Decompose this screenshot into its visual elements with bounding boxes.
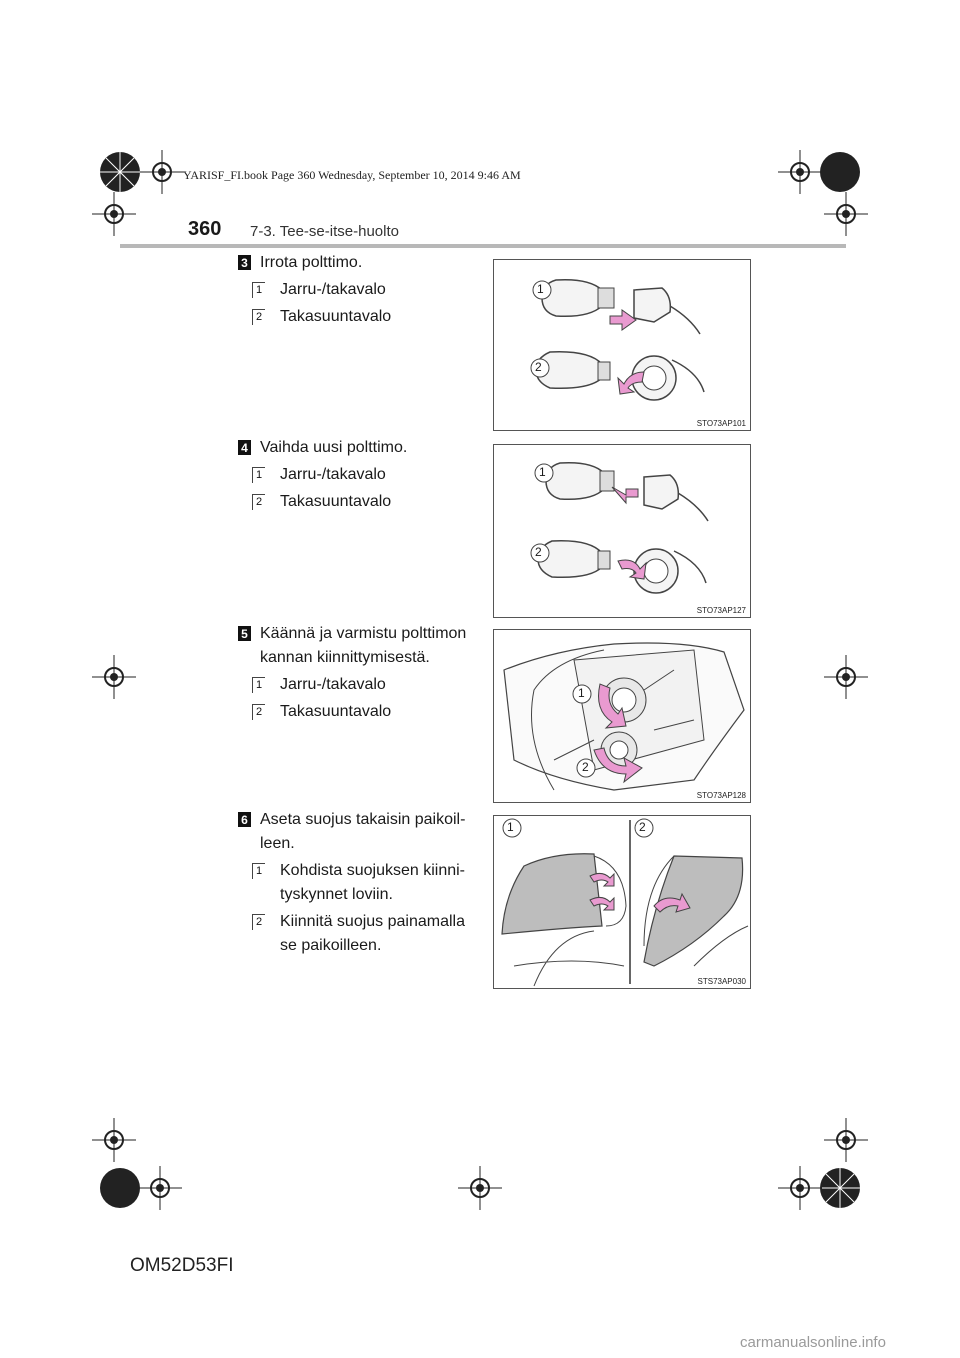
step-number-box: 5	[238, 626, 251, 641]
crosshair-mark-bottom-1	[138, 1166, 182, 1210]
registration-mark-top-left	[98, 150, 142, 194]
item-badge: 2	[252, 704, 265, 720]
crosshair-mark-top-2	[778, 150, 822, 194]
figure-code: STO73AP127	[696, 606, 746, 615]
item-text: Takasuuntavalo	[280, 703, 392, 720]
figure-code: STO73AP101	[696, 419, 746, 428]
item-badge: 1	[252, 467, 265, 483]
crosshair-mark-bottom-center	[458, 1166, 502, 1210]
crosshair-mark-right-top	[824, 192, 868, 236]
figure-callout: 2	[535, 545, 542, 559]
item-text: Takasuuntavalo	[280, 493, 392, 510]
item-badge: 1	[252, 282, 265, 298]
figure-callout: 2	[535, 360, 542, 374]
crosshair-mark-bottom-2	[778, 1166, 822, 1210]
item-text-line: Kohdista suojuksen kiinni-	[280, 862, 465, 879]
item-text-line: Kiinnitä suojus painamalla	[280, 913, 465, 930]
figure-callout: 1	[539, 465, 546, 479]
section-title: 7-3. Tee-se-itse-huolto	[250, 223, 399, 240]
step-number-box: 6	[238, 812, 251, 827]
figure-callout: 1	[537, 282, 544, 296]
step-instruction: Irrota polttimo.	[260, 254, 363, 271]
step-instruction: Vaihda uusi polttimo.	[260, 439, 408, 456]
item-text-line: tyskynnet loviin.	[280, 886, 393, 903]
registration-mark-bottom-left	[98, 1166, 142, 1210]
figure-remove-bulb: 1 2 STO73AP101	[493, 259, 751, 431]
item-badge: 2	[252, 309, 265, 325]
step-instruction-line: kannan kiinnittymisestä.	[260, 649, 430, 666]
figure-code: STO73AP128	[696, 791, 746, 800]
item-text-line: se paikoilleen.	[280, 937, 382, 954]
registration-mark-top-right	[818, 150, 862, 194]
item-badge: 1	[252, 863, 265, 879]
figure-install-bulb: 1 2 STO73AP127	[493, 444, 751, 618]
crosshair-mark-left-mid	[92, 655, 136, 699]
page-number: 360	[188, 218, 222, 240]
figure-reinstall-cover: 1 2 STS73AP030	[493, 815, 751, 989]
figure-callout: 2	[582, 760, 589, 774]
figure-code: STS73AP030	[697, 977, 746, 986]
figure-callout: 2	[639, 820, 646, 834]
item-text: Jarru-/takavalo	[280, 466, 386, 483]
crosshair-mark-top-1	[140, 150, 184, 194]
step-number-box: 3	[238, 255, 251, 270]
step-instruction-line: Käännä ja varmistu polttimon	[260, 625, 467, 642]
figure-callout: 1	[578, 686, 585, 700]
step-instruction-line: Aseta suojus takaisin paikoil-	[260, 811, 466, 828]
item-text: Takasuuntavalo	[280, 308, 392, 325]
crosshair-mark-left-top	[92, 192, 136, 236]
figure-turn-socket: 1 2 STO73AP128	[493, 629, 751, 803]
print-header: YARISF_FI.book Page 360 Wednesday, Septe…	[183, 168, 521, 182]
crosshair-mark-right-bottom	[824, 1118, 868, 1162]
header-rule	[120, 244, 846, 248]
item-badge: 2	[252, 914, 265, 930]
figure-callout: 1	[507, 820, 514, 834]
step-instruction-line: leen.	[260, 835, 295, 852]
crosshair-mark-right-mid	[824, 655, 868, 699]
registration-mark-bottom-right	[818, 1166, 862, 1210]
item-text: Jarru-/takavalo	[280, 676, 386, 693]
item-text: Jarru-/takavalo	[280, 281, 386, 298]
item-badge: 2	[252, 494, 265, 510]
watermark: carmanualsonline.info	[740, 1334, 886, 1351]
manual-code: OM52D53FI	[130, 1255, 234, 1276]
item-badge: 1	[252, 677, 265, 693]
crosshair-mark-left-bottom	[92, 1118, 136, 1162]
step-number-box: 4	[238, 440, 251, 455]
